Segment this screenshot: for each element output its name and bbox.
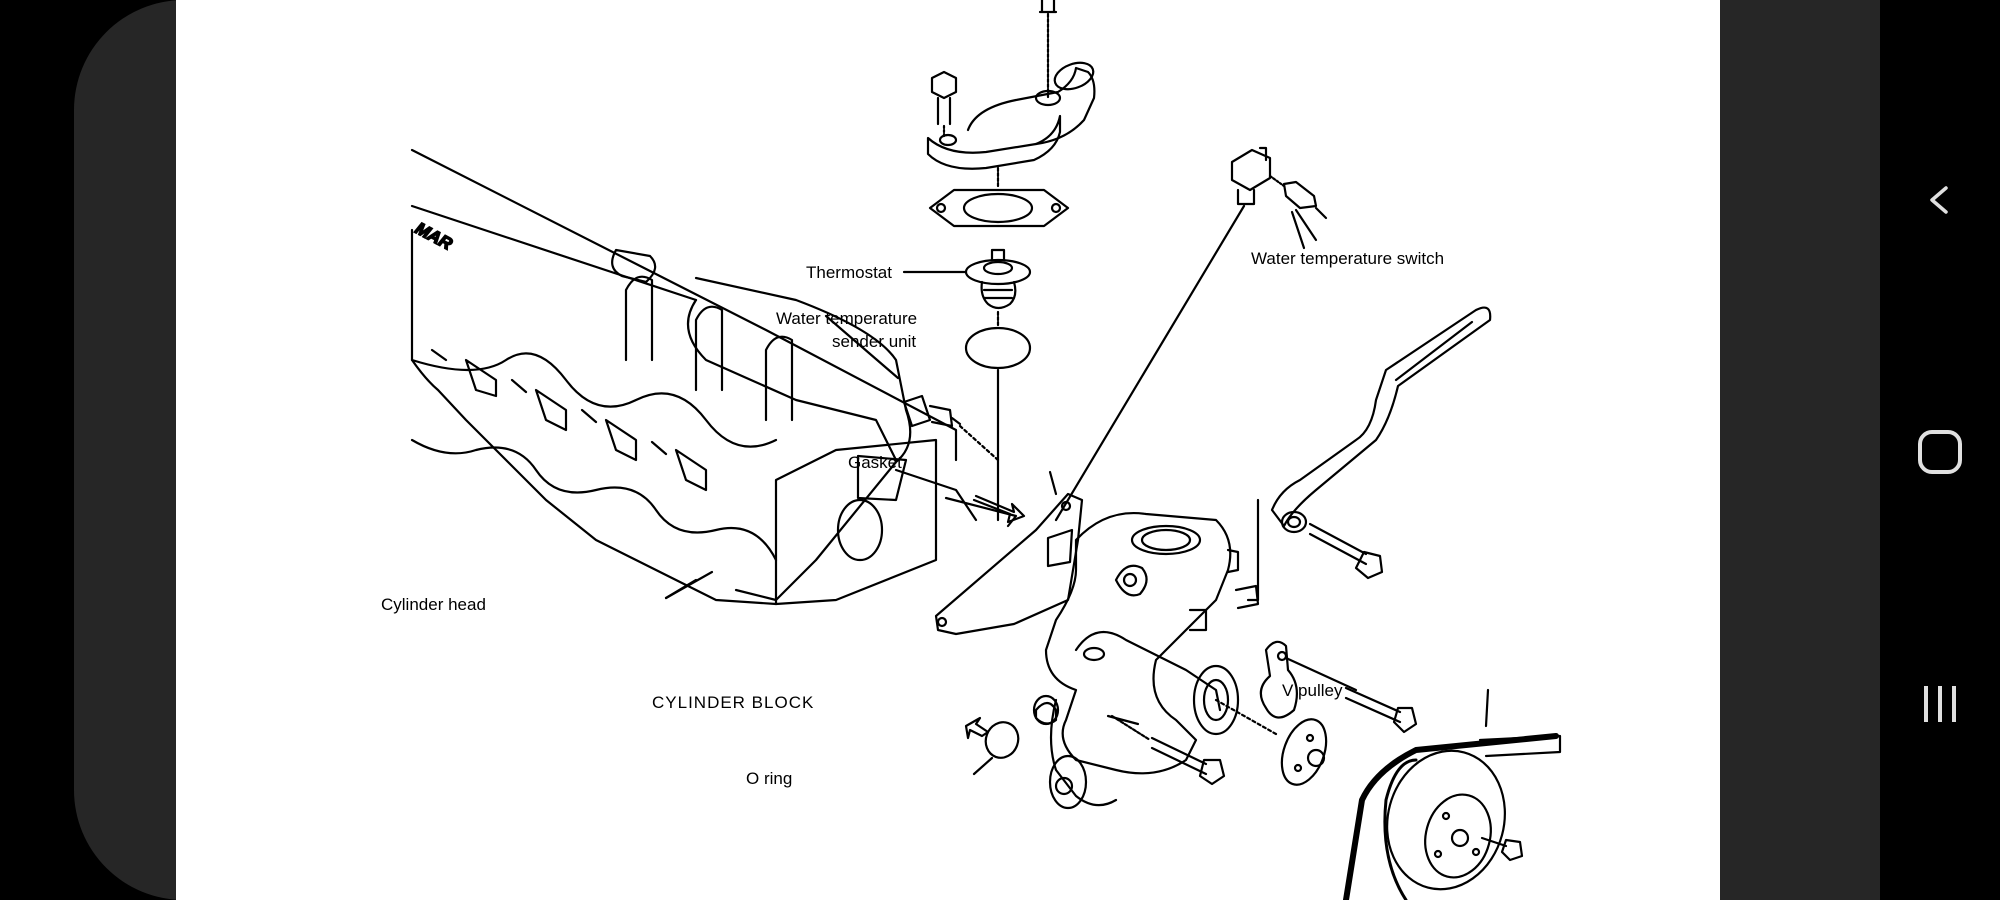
home-icon [1918, 430, 1962, 474]
chevron-left-icon [1930, 186, 1948, 214]
thermostat-housing [926, 61, 1096, 188]
cylinder-block-arrow [964, 716, 990, 740]
label-o-ring: O ring [746, 769, 792, 788]
label-water-temperature-switch: Water temperature switch [1251, 249, 1444, 268]
intake-gasket [934, 470, 1084, 636]
label-gasket: Gasket [848, 453, 902, 472]
label-cylinder-head: Cylinder head [381, 595, 486, 614]
pump-bolt [1110, 714, 1226, 786]
recents-icon [1924, 686, 1956, 722]
home-button[interactable] [1900, 412, 1980, 492]
o-ring-part [972, 721, 1020, 776]
v-pulley [1343, 688, 1562, 900]
label-thermostat: Thermostat [806, 263, 892, 282]
cylinder-head [410, 148, 1018, 606]
top-bolt [1038, 0, 1058, 100]
recents-button[interactable] [1900, 664, 1980, 744]
navigation-bar [1880, 0, 2000, 900]
back-button[interactable] [1900, 160, 1980, 240]
label-sender-line1: Water temperature [776, 309, 917, 328]
thermostat-gasket [928, 188, 1070, 228]
label-sender-line2: sender unit [832, 332, 916, 351]
label-cylinder-block: CYLINDER BLOCK [652, 693, 814, 712]
water-pump-exploded-diagram: MAR Thermostat Water temperature switch … [381, 0, 1562, 900]
leader-lines [664, 210, 1306, 600]
adjusting-arm [1246, 306, 1492, 602]
clamp-bracket [1259, 640, 1418, 734]
water-temperature-switch [1054, 146, 1328, 522]
image-viewer[interactable]: MAR Thermostat Water temperature switch … [176, 0, 1720, 900]
gasket-arrow [972, 494, 1026, 524]
thermostat-o-ring [964, 326, 1032, 370]
water-temperature-sender-unit [824, 314, 1000, 462]
water-pump-body [1032, 512, 1260, 810]
engine-brand-text: MAR [412, 219, 456, 254]
housing-bolt [930, 70, 958, 138]
label-v-pulley: V pulley [1282, 681, 1343, 700]
pulley-flange [1214, 698, 1328, 786]
thermostat [964, 248, 1032, 328]
